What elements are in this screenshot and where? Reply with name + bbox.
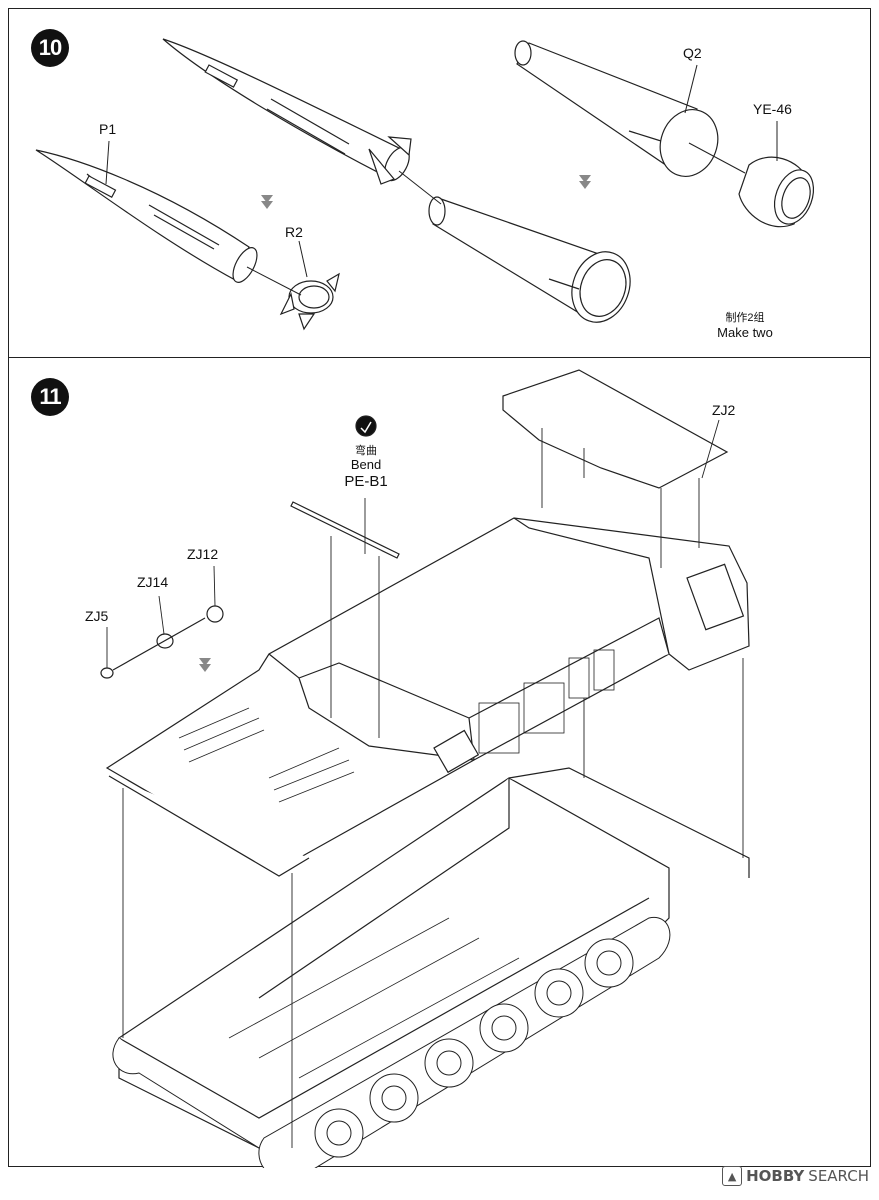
photo-etch-pe-b1: [290, 501, 400, 559]
bend-label-en: Bend: [350, 457, 382, 472]
assembly-arrow: [199, 658, 211, 672]
part-label-zj2: ZJ2: [712, 402, 736, 418]
watermark-brand-a: HOBBY: [746, 1167, 805, 1185]
step-11-panel: 11: [8, 357, 871, 1168]
plate-zj2: [502, 369, 729, 489]
bend-icon: [355, 415, 377, 437]
part-label-p1: P1: [99, 121, 117, 137]
nozzle-r2: [279, 272, 340, 331]
cap-ye46: [738, 156, 815, 228]
step-10-illustration: [35, 38, 815, 331]
part-label-zj14: ZJ14: [137, 574, 169, 590]
part-label-q2: Q2: [683, 45, 702, 61]
part-label-zj12: ZJ12: [187, 546, 219, 562]
fairing-center: [428, 196, 631, 323]
part-label-ye46: YE-46: [753, 101, 792, 117]
step-11-illustration: [100, 369, 750, 1168]
assembly-arrows: [261, 175, 591, 209]
step-10-panel: 10: [8, 8, 871, 358]
hobby-search-logo-icon: ▲: [722, 1166, 743, 1186]
lower-hull: [118, 767, 750, 1159]
missile-p1: [35, 149, 258, 283]
upper-hull: [105, 517, 750, 877]
note-make-two-en: Make two: [717, 325, 773, 340]
bend-label-cn: 弯曲: [355, 445, 377, 457]
step-10-badge: 10: [31, 29, 69, 67]
part-label-pe-b1: PE-B1: [344, 473, 388, 490]
part-label-zj5: ZJ5: [85, 608, 109, 624]
note-make-two-cn: 制作2组: [725, 312, 765, 324]
leader-lines: [106, 419, 744, 1148]
missile-upper: [162, 38, 412, 185]
fairing-q2: [514, 40, 719, 177]
step-11-badge: 11: [31, 378, 69, 416]
tracks: [112, 916, 671, 1168]
part-label-r2: R2: [285, 224, 303, 240]
watermark: ▲ HOBBY SEARCH: [722, 1166, 869, 1186]
watermark-brand-b: SEARCH: [808, 1167, 869, 1185]
